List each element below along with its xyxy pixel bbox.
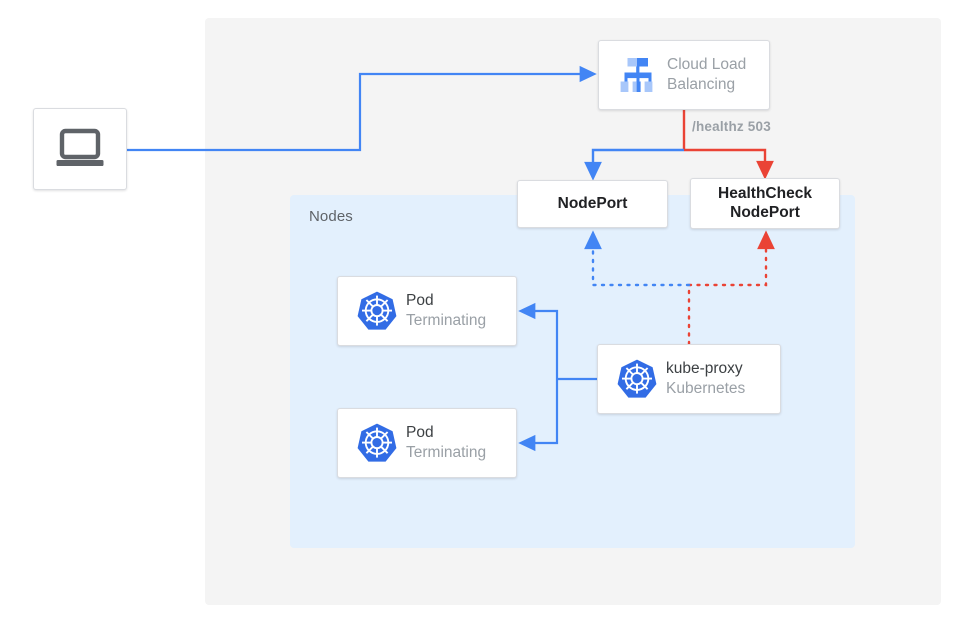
healthz-status-label: /healthz 503	[692, 119, 771, 134]
healthcheck-nodeport-card[interactable]: HealthCheck NodePort	[690, 178, 840, 229]
pod-1-label: Pod Terminating	[406, 291, 486, 331]
laptop-icon	[51, 127, 109, 171]
lb-line-1: Cloud Load	[667, 56, 747, 74]
pod-card-2[interactable]: Pod Terminating	[337, 408, 517, 478]
cloud-load-balancing-label: Cloud Load Balancing	[667, 55, 746, 95]
client-device-card[interactable]	[33, 108, 127, 190]
pod-1-subtitle: Terminating	[406, 312, 487, 329]
kube-proxy-card[interactable]: kube-proxy Kubernetes	[597, 344, 781, 414]
kubernetes-icon	[608, 357, 666, 401]
nodes-panel-label: Nodes	[309, 208, 353, 225]
kube-proxy-title: kube-proxy	[666, 360, 743, 378]
hc-line-2: NodePort	[730, 203, 800, 221]
pod-card-1[interactable]: Pod Terminating	[337, 276, 517, 346]
nodeport-label: NodePort	[557, 194, 628, 212]
healthcheck-nodeport-label: HealthCheck NodePort	[718, 185, 812, 223]
pod-2-title: Pod	[406, 424, 434, 442]
pod-1-title: Pod	[406, 292, 434, 310]
kube-proxy-subtitle: Kubernetes	[666, 380, 746, 397]
kubernetes-icon	[348, 289, 406, 333]
kube-proxy-label: kube-proxy Kubernetes	[666, 359, 745, 399]
pod-2-label: Pod Terminating	[406, 423, 486, 463]
cloud-load-balancing-card[interactable]: Cloud Load Balancing	[598, 40, 770, 110]
nodeport-card[interactable]: NodePort	[517, 180, 668, 228]
cloud-load-balancing-icon	[609, 55, 667, 95]
lb-line-2: Balancing	[667, 76, 736, 93]
kubernetes-icon	[348, 421, 406, 465]
hc-line-1: HealthCheck	[718, 184, 812, 202]
pod-2-subtitle: Terminating	[406, 444, 487, 461]
